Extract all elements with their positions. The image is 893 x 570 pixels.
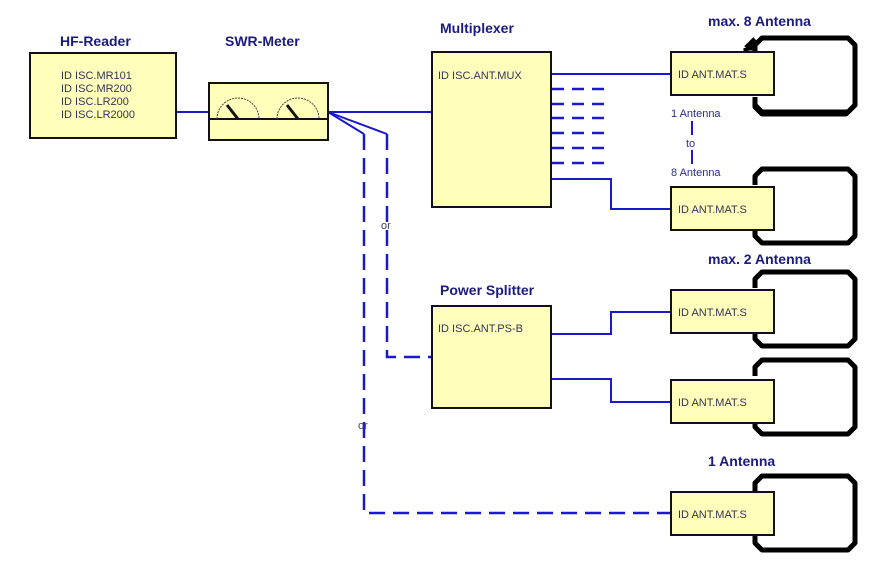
swr-meter-title: SWR-Meter: [225, 33, 300, 49]
wire-swr-branch-2: [327, 111, 365, 135]
antenna-model: ID ANT.MAT.S: [678, 69, 747, 81]
antenna-box[interactable]: [670, 186, 775, 231]
antenna-model: ID ANT.MAT.S: [678, 509, 747, 521]
wire-swr-branch-1: [327, 111, 388, 135]
gauge-needle-icon: [285, 104, 300, 120]
antenna-group-single: 1 Antenna ID ANT.MAT.S: [670, 453, 775, 536]
alternative-label: or: [381, 220, 391, 232]
hf-reader-model: ID ISC.MR101: [61, 70, 132, 82]
wires: [176, 73, 693, 515]
swr-meter-box[interactable]: [208, 82, 329, 141]
swr-meter[interactable]: SWR-Meter: [208, 33, 329, 141]
multiplexer-title: Multiplexer: [440, 20, 514, 36]
antenna-box[interactable]: [670, 491, 775, 536]
multiplexer-model: ID ISC.ANT.MUX: [438, 70, 522, 82]
antenna-group-title: max. 8 Antenna: [708, 13, 811, 29]
wire-swr-single-antenna: [362, 134, 671, 515]
antenna-model: ID ANT.MAT.S: [678, 397, 747, 409]
wire-swr-splitter: [385, 134, 432, 359]
antenna-box[interactable]: [670, 379, 775, 424]
antenna-loop-4: [752, 269, 858, 349]
wire-splitter-ant1: [552, 311, 671, 335]
wire-splitter-ant2: [552, 378, 671, 403]
wire-mux-ant8: [552, 178, 671, 210]
hf-reader-model: ID ISC.MR200: [61, 83, 132, 95]
range-to-label: 8 Antenna: [671, 167, 721, 179]
multiplexer[interactable]: Multiplexer ID ISC.ANT.MUX: [431, 20, 552, 208]
hf-reader-title: HF-Reader: [60, 33, 131, 49]
range-to-label: to: [686, 138, 695, 150]
antenna-model: ID ANT.MAT.S: [678, 307, 747, 319]
gauge-icon: [276, 97, 320, 120]
antenna-loop-5: [752, 357, 858, 437]
antenna-box[interactable]: [670, 51, 775, 96]
power-splitter-model: ID ISC.ANT.PS-B: [438, 323, 523, 335]
alternative-label: or: [358, 420, 368, 432]
multiplexer-box[interactable]: [431, 51, 552, 208]
gauge-icon: [216, 97, 260, 120]
antenna-model: ID ANT.MAT.S: [678, 204, 747, 216]
antenna-group-title: max. 2 Antenna: [708, 251, 811, 267]
hf-reader-model: ID ISC.LR200: [61, 96, 129, 108]
antenna-box[interactable]: [670, 289, 775, 334]
antenna-group-title: 1 Antenna: [708, 453, 775, 469]
antenna-group-max8: max. 8 Antenna ID ANT.MAT.S 1 Antenna to…: [670, 13, 811, 231]
power-splitter-box[interactable]: [431, 305, 552, 409]
antenna-loops: [743, 35, 858, 553]
gauge-needle-icon: [225, 104, 240, 120]
antenna-loop-6: [752, 473, 858, 553]
antenna-loop-3: [752, 166, 858, 246]
power-splitter-title: Power Splitter: [440, 282, 535, 298]
hf-reader-model: ID ISC.LR2000: [61, 109, 135, 121]
hf-reader-box[interactable]: [29, 52, 177, 139]
antenna-loop-2: [752, 35, 858, 115]
power-splitter[interactable]: Power Splitter ID ISC.ANT.PS-B: [431, 282, 552, 409]
hf-reader[interactable]: HF-Reader ID ISC.MR101 ID ISC.MR200 ID I…: [29, 33, 177, 139]
antenna-group-max2: max. 2 Antenna ID ANT.MAT.S ID ANT.MAT.S: [670, 251, 811, 424]
range-from-label: 1 Antenna: [671, 108, 721, 120]
